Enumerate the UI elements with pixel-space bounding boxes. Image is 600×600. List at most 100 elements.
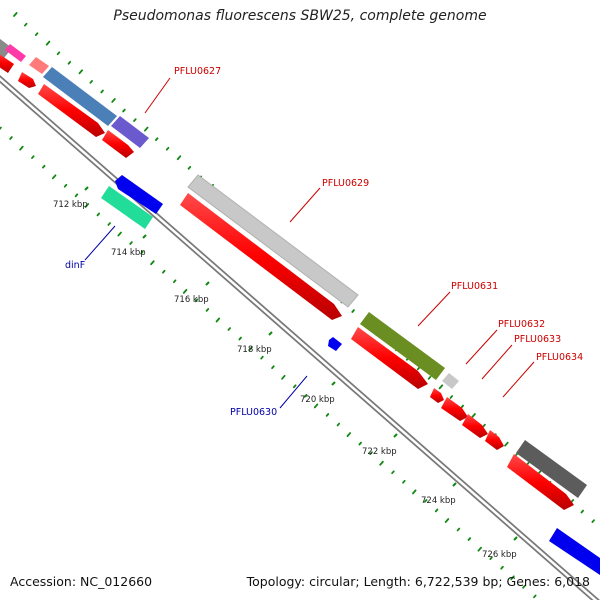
gc-dot (358, 441, 362, 446)
gene-pink-top-left[interactable] (5, 44, 26, 62)
gene-pflu0634-red[interactable] (462, 414, 488, 438)
gene-callouts (84, 77, 535, 409)
gc-dot (0, 126, 2, 130)
gc-dot (187, 165, 192, 170)
gc-dot (533, 594, 537, 599)
accession-text: Accession: NC_012660 (10, 574, 153, 589)
gene-dinf-aquamarine[interactable] (101, 186, 153, 229)
gc-dot (84, 203, 90, 208)
gc-dot (313, 403, 319, 409)
gc-dot (336, 422, 341, 427)
gene-pflu0632-gray[interactable] (442, 373, 459, 389)
gc-dot (96, 212, 101, 217)
gc-dot (500, 565, 504, 570)
gc-dot (510, 575, 515, 581)
gc-dot (248, 346, 253, 352)
gc-dot (346, 432, 352, 438)
label-pflu0627[interactable]: PFLU0627 (174, 66, 221, 77)
gene-salmon-top-left[interactable] (29, 57, 49, 74)
gc-dot (107, 222, 111, 226)
scale-tick-label: 724 kbp (421, 496, 456, 506)
gene-dinf-blue[interactable] (115, 175, 163, 214)
scale-tick (331, 381, 336, 386)
label-pflu0633[interactable]: PFLU0633 (514, 334, 561, 345)
gene-red-lower-right[interactable] (507, 454, 574, 510)
gene-gray-top-left[interactable] (0, 35, 12, 58)
gc-dot (504, 441, 509, 447)
gc-dot (325, 413, 330, 417)
gc-dot (444, 518, 450, 523)
gc-dot (122, 108, 126, 113)
gene-pflu0629-gray[interactable] (187, 174, 359, 308)
gc-dot (482, 423, 486, 428)
gene-red-b[interactable] (18, 72, 36, 88)
genome-stats-text: Topology: circular; Length: 6,722,539 bp… (246, 574, 590, 589)
gc-dot (427, 376, 432, 380)
gc-dot (172, 279, 177, 284)
genome-backbone (0, 75, 600, 600)
gc-dot (460, 404, 464, 409)
gc-dot (467, 537, 472, 541)
gene-steelblue-pflu0627[interactable] (43, 67, 117, 126)
gene-pflu0631-olive[interactable] (360, 312, 445, 380)
gc-dot (150, 260, 155, 266)
gene-slateblue[interactable] (111, 116, 149, 148)
gc-dot (162, 269, 166, 274)
gc-dot (42, 164, 46, 169)
gene-red-small-1[interactable] (430, 388, 444, 403)
gc-dot (471, 413, 476, 418)
gene-pflu0630-blue[interactable] (328, 337, 342, 351)
gc-dot (391, 470, 395, 475)
gc-dot (154, 137, 159, 142)
gene-pflu0633-red[interactable] (441, 397, 468, 421)
scale-tick (393, 433, 398, 438)
gc-dot (412, 489, 417, 495)
scale-tick (513, 536, 518, 541)
gc-dot (89, 80, 93, 84)
gc-dot (238, 336, 242, 341)
scale-tick-label: 716 kbp (174, 295, 209, 305)
gc-dot (51, 174, 57, 180)
label-pflu0631[interactable]: PFLU0631 (451, 281, 498, 292)
gc-dot (438, 384, 444, 390)
label-dinf[interactable]: dinF (65, 260, 85, 271)
gc-dot (434, 508, 439, 513)
gc-dot (117, 231, 122, 237)
scale-tick-label: 720 kbp (300, 395, 335, 405)
gc-dot (580, 509, 585, 514)
gc-dot (591, 519, 595, 523)
gc-dot (165, 146, 170, 151)
label-pflu0630[interactable]: PFLU0630 (230, 407, 277, 418)
gc-dot (63, 183, 68, 188)
gc-dot (227, 327, 231, 331)
gene-darkgray-lower-right[interactable] (516, 440, 587, 498)
gc-dot (456, 527, 461, 532)
gc-dot (182, 288, 188, 294)
gene-red-a[interactable] (0, 52, 14, 73)
gc-dot (477, 546, 482, 552)
gc-dot (144, 126, 149, 132)
gc-dot (100, 89, 104, 94)
gc-dot (303, 393, 308, 398)
gene-pflu0629-red[interactable] (180, 193, 342, 320)
label-pflu0634[interactable]: PFLU0634 (536, 352, 583, 363)
label-pflu0632[interactable]: PFLU0632 (498, 319, 545, 330)
gene-red-d[interactable] (102, 130, 134, 158)
gc-dot (416, 366, 421, 371)
gene-red-c[interactable] (38, 84, 105, 137)
scale-tick (142, 234, 147, 239)
gc-dot (129, 241, 133, 245)
label-pflu0629[interactable]: PFLU0629 (322, 178, 369, 189)
gc-dot (111, 98, 116, 103)
gene-blue-lower-right[interactable] (549, 528, 600, 575)
gc-dot (24, 22, 28, 27)
gc-dot (9, 136, 13, 140)
gene-pflu0631-red[interactable] (351, 327, 428, 389)
gene-red-small-2[interactable] (485, 430, 504, 450)
gc-dot (67, 60, 72, 65)
gc-dot (271, 365, 275, 370)
gc-dot (379, 460, 384, 466)
gc-dot (194, 298, 199, 303)
